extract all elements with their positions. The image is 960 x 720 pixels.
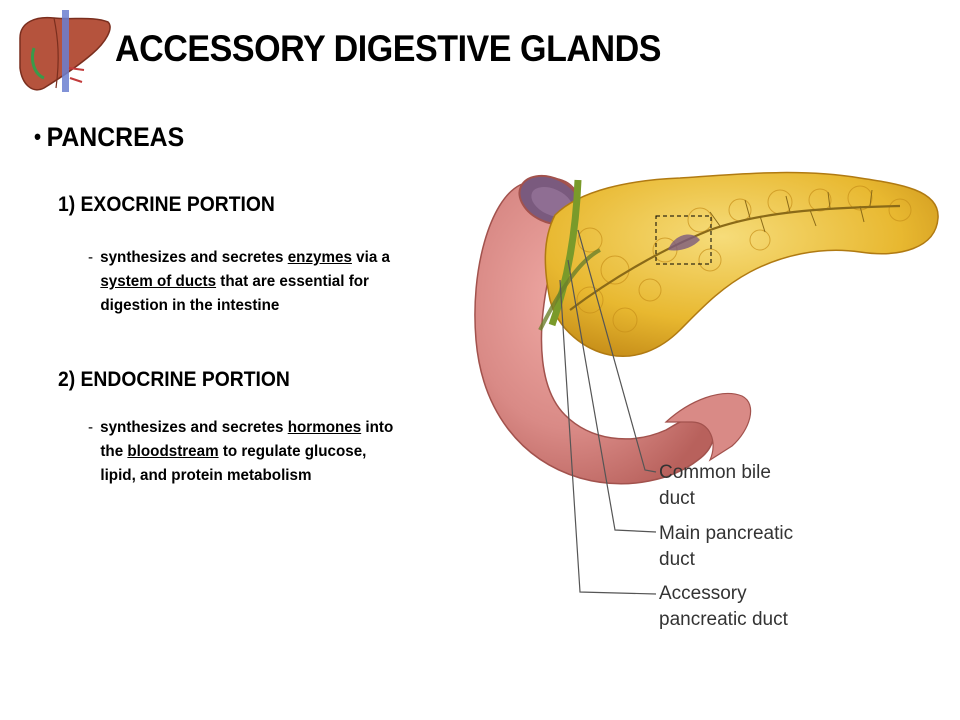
exocrine-description: - synthesizes and secretes enzymes via a… <box>88 246 390 318</box>
section-heading-text: PANCREAS <box>46 122 185 152</box>
pancreas-body <box>544 171 939 357</box>
duct-branches <box>709 189 873 233</box>
endocrine-description: - synthesizes and secretes hormones into… <box>88 416 393 488</box>
exocrine-line-3: digestion in the intestine <box>100 297 280 314</box>
exocrine-line-1: - synthesizes and secretes enzymes via a <box>88 249 390 266</box>
liver-icon <box>19 10 111 92</box>
label-main-pancreatic-duct: Main pancreatic duct <box>659 523 794 570</box>
duodenum-distal <box>664 392 752 462</box>
bloodstream-term: bloodstream <box>127 443 219 460</box>
enzymes-term: enzymes <box>287 249 352 266</box>
exocrine-heading: 1) EXOCRINE PORTION <box>58 193 275 216</box>
endocrine-line-1: - synthesizes and secretes hormones into <box>88 419 394 436</box>
endocrine-line-3: lipid, and protein metabolism <box>100 467 312 484</box>
common-bile-duct <box>548 179 582 327</box>
leader-lines <box>559 229 657 595</box>
page-title: ACCESSORY DIGESTIVE GLANDS <box>115 28 662 69</box>
ducts-term: system of ducts <box>100 273 217 290</box>
label-accessory-pancreatic-duct: Accessory pancreatic duct <box>659 583 788 630</box>
bullet-icon: • <box>34 124 42 149</box>
section-heading: •PANCREAS <box>34 122 184 153</box>
endocrine-line-2: the bloodstream to regulate glucose, <box>100 443 367 460</box>
hormones-term: hormones <box>287 419 362 436</box>
pancreas-illustration <box>474 171 939 595</box>
exocrine-line-2: system of ducts that are essential for <box>100 273 369 290</box>
label-common-bile-duct: Common bile duct <box>659 462 771 509</box>
detail-inset-box <box>655 215 712 265</box>
endocrine-heading: 2) ENDOCRINE PORTION <box>58 368 290 391</box>
main-pancreatic-duct <box>569 204 901 311</box>
